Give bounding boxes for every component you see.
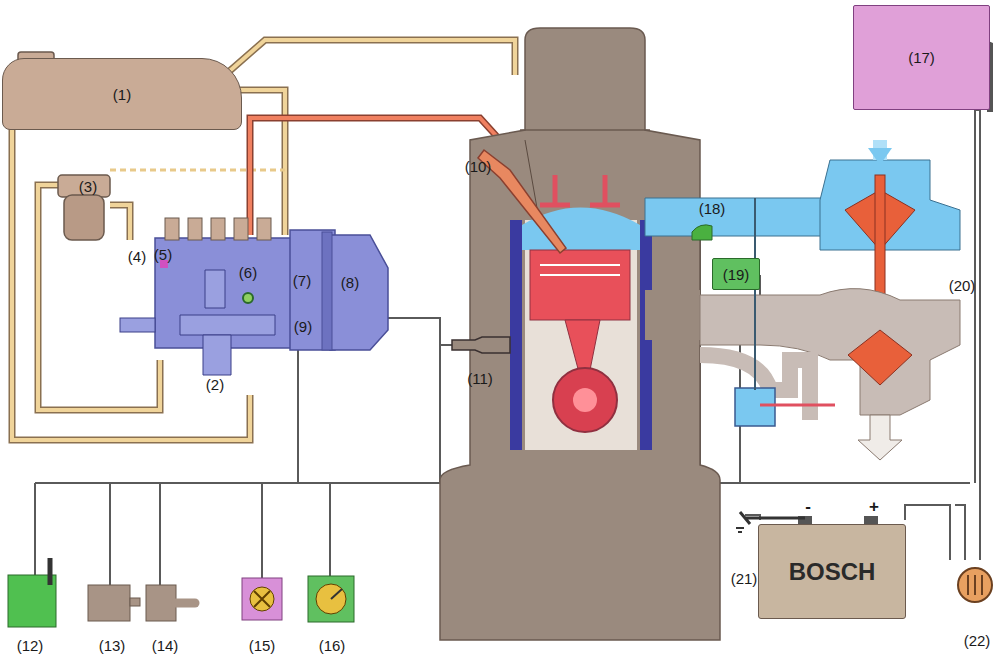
turbocharger [645, 140, 960, 460]
callout-number: (22) [964, 633, 991, 648]
callout-number: (16) [319, 638, 346, 653]
switches [8, 558, 354, 627]
callout-number: (1) [113, 86, 131, 103]
callout-number: (15) [249, 638, 276, 653]
part-shape: (19) [712, 258, 760, 290]
callout-number: (3) [79, 179, 97, 194]
callout-number: (6) [239, 265, 257, 280]
callout-number: (17) [908, 49, 935, 66]
glow-relay [958, 40, 992, 602]
callout-number: (21) [731, 571, 758, 586]
terminal-sign: - [805, 498, 811, 515]
injection-pump [120, 218, 388, 375]
callout-number: (19) [723, 266, 750, 283]
part-shape: (1) [2, 58, 242, 130]
speed-sensor [452, 337, 510, 353]
callout-number: (18) [699, 201, 726, 216]
callout-number: (7) [293, 273, 311, 288]
callout-number: (4) [128, 249, 146, 264]
engine [440, 28, 720, 640]
part-shape: (17) [853, 5, 990, 110]
callout-number: (13) [99, 638, 126, 653]
callout-number: (8) [341, 275, 359, 290]
callout-number: (12) [17, 638, 44, 653]
callout-number: (10) [465, 159, 492, 174]
brand-text: BOSCH [789, 558, 876, 586]
part-shape: BOSCH [758, 524, 906, 619]
callout-number: (11) [467, 371, 493, 386]
terminal-sign: + [869, 498, 879, 515]
callout-number: (9) [294, 319, 312, 334]
callout-number: (20) [949, 278, 976, 293]
callout-number: (14) [152, 638, 179, 653]
callout-number: (5) [154, 247, 172, 262]
callout-number: (2) [206, 377, 224, 392]
fuel-filter [58, 175, 110, 240]
